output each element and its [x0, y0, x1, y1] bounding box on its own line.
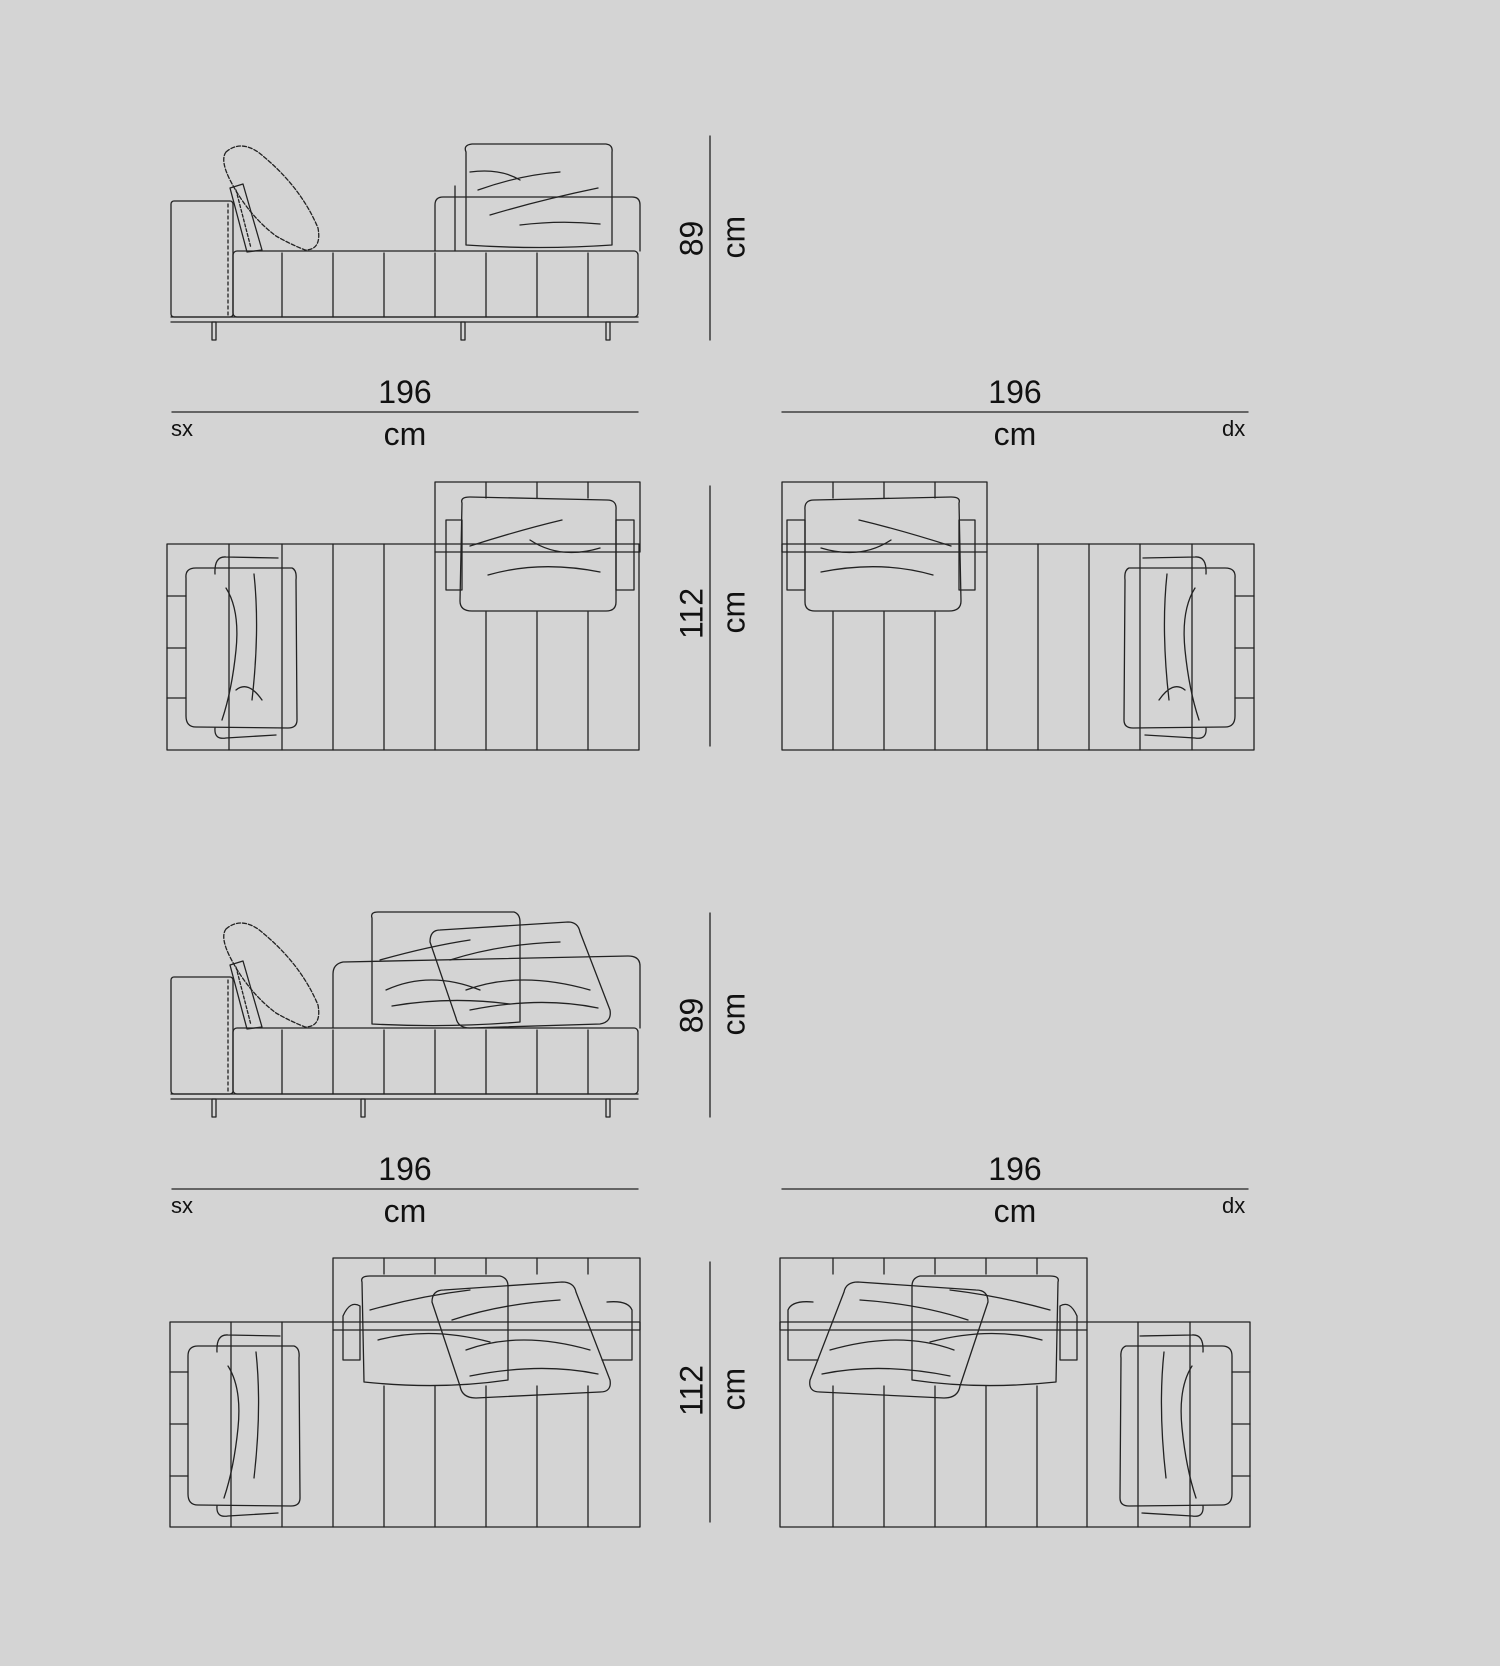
width-unit-1-sx: cm [383, 416, 427, 452]
width-value-1-sx: 196 [378, 374, 432, 410]
width-value-1-dx: 196 [988, 374, 1042, 410]
width-unit-1-dx: cm [993, 416, 1037, 452]
width-value-2-sx: 196 [378, 1151, 432, 1187]
height-value-1: 89 [673, 220, 710, 257]
depth-unit-1: cm [715, 590, 752, 634]
side-label-2-sx: sx [171, 1193, 193, 1218]
height-unit-2: cm [715, 992, 752, 1036]
depth-value-2: 112 [673, 1365, 710, 1417]
plan-view-1-sx [166, 481, 641, 751]
plan-view-2-sx [169, 1257, 641, 1528]
side-label-1-dx: dx [1222, 416, 1246, 441]
width-value-2-dx: 196 [988, 1151, 1042, 1187]
height-value-2: 89 [673, 997, 710, 1034]
depth-value-1: 112 [673, 588, 710, 640]
plan-view-1-dx [781, 481, 1255, 751]
side-label-1-sx: sx [171, 416, 193, 441]
height-unit-1: cm [715, 215, 752, 259]
side-elevation-2 [170, 911, 641, 1118]
side-elevation-1 [170, 143, 641, 341]
plan-view-2-dx [779, 1257, 1251, 1528]
width-unit-2-dx: cm [993, 1193, 1037, 1229]
depth-unit-2: cm [715, 1367, 752, 1411]
side-label-2-dx: dx [1222, 1193, 1246, 1218]
width-unit-2-sx: cm [383, 1193, 427, 1229]
